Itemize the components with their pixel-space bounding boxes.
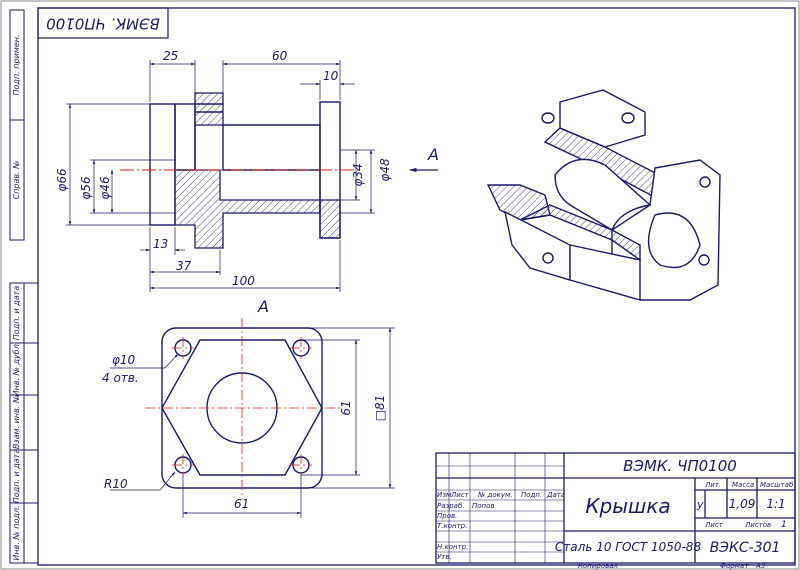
tb-part-name: Крышка — [585, 494, 670, 518]
dim-r10: R10 — [104, 477, 128, 491]
tb-drawing-code: ВЭКС-301 — [710, 540, 781, 556]
dim-61-horizontal: 61 — [234, 497, 249, 511]
side-label: Подп. примен. — [12, 35, 21, 96]
dim-d34: φ34 — [351, 163, 365, 186]
title-block: ВЭМК. ЧП0100 Изм Лист № докум. Подп. Дат… — [435, 452, 796, 570]
tb-scale-label: Масштаб — [760, 481, 794, 489]
tb-col-izm: Изм — [437, 491, 452, 499]
dim-d48: φ48 — [378, 158, 392, 182]
hex-outline — [161, 339, 323, 476]
section-hatching — [174, 92, 341, 249]
tb-sheets-value: 1 — [781, 520, 787, 530]
dim-d66: φ66 — [55, 168, 69, 192]
tb-row-tkontr: Т.контр. — [437, 522, 467, 530]
tb-format-label: Формат — [720, 562, 749, 570]
tb-col-sign: Подп. — [521, 491, 542, 499]
tb-code-top: ВЭМК. ЧП0100 — [623, 457, 737, 475]
tb-copied: Копировал — [578, 562, 619, 570]
view-arrow-label: A — [427, 145, 439, 164]
dim-100: 100 — [232, 274, 255, 288]
dim-60: 60 — [272, 49, 288, 63]
tb-row-utv: Утв. — [437, 553, 452, 561]
dim-10: 10 — [323, 69, 339, 83]
tb-material: Сталь 10 ГОСТ 1050-88 — [555, 540, 702, 554]
top-stamp: ВЭМК. ЧП0100 — [37, 7, 169, 39]
dim-37: 37 — [176, 259, 192, 273]
dim-hole-count: 4 отв. — [102, 371, 139, 385]
side-label: Подп. и дата — [12, 449, 21, 504]
side-label: Подп. и дата — [12, 286, 21, 341]
view-a-centerlines — [145, 318, 340, 500]
dim-81-square: □81 — [373, 395, 387, 422]
dim-d46: φ46 — [98, 176, 112, 200]
side-label: Справ. № — [12, 161, 21, 200]
dim-13: 13 — [153, 237, 168, 251]
left-margin-columns: Подп. примен. Справ. № Подп. и дата Инв.… — [9, 9, 39, 564]
top-stamp-text: ВЭМК. ЧП0100 — [46, 15, 160, 33]
tb-mass-value: 1,09 — [729, 497, 756, 511]
isometric-view — [486, 89, 721, 301]
tb-format-value: А3 — [755, 562, 765, 570]
view-a: A — [102, 297, 395, 518]
dim-61-vertical: 61 — [339, 400, 353, 415]
view-a-title: A — [257, 297, 269, 316]
dim-25: 25 — [163, 49, 178, 63]
dim-hole-diameter: φ10 — [112, 353, 136, 367]
tb-lit-value: у — [696, 498, 704, 511]
tb-row-prov: Пров. — [437, 512, 457, 520]
tb-row-razrab: Разраб. — [437, 502, 465, 510]
dim-d56: φ56 — [79, 176, 93, 200]
side-label: Взам. инв. № — [12, 395, 21, 449]
tb-razrab-name: Попов — [472, 502, 495, 510]
tb-col-doc: № докум. — [477, 491, 513, 499]
side-label: Инв. № дубл. — [12, 342, 21, 397]
tb-lit-label: Лит. — [704, 481, 721, 489]
tb-sheets-label: Листов — [744, 521, 771, 529]
tb-col-date: Дата — [546, 491, 565, 499]
tb-col-list: Лист — [450, 491, 470, 499]
tb-scale-value: 1:1 — [766, 497, 785, 511]
front-section-view: 25 60 10 φ66 φ56 φ46 φ34 φ48 A — [55, 49, 439, 292]
tb-mass-label: Масса — [732, 481, 754, 489]
tb-row-nkontr: Н.контр. — [437, 543, 468, 551]
side-label: Инв. № подл. — [12, 505, 21, 560]
tb-sheet-label: Лист — [704, 521, 724, 529]
